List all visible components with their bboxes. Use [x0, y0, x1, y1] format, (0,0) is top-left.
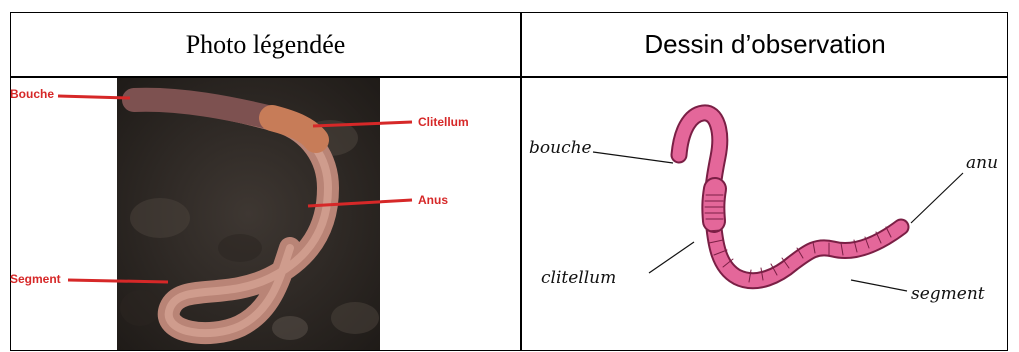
- drawing-label-anus: anus: [966, 153, 997, 173]
- photo-pointer-bouche: [58, 96, 130, 98]
- observation-drawing: bouche anus clitellum segment: [511, 77, 997, 339]
- drawing-pointer-anus: [911, 173, 963, 223]
- header-dessin-observation: Dessin d’observation: [522, 13, 1008, 76]
- drawing-label-segment: segment: [911, 284, 985, 304]
- drawing-worm: [679, 113, 901, 282]
- drawing-label-bouche: bouche: [529, 138, 592, 158]
- photo-label-bouche: Bouche: [10, 87, 54, 101]
- photo-label-clitellum: Clitellum: [418, 115, 469, 129]
- drawing-label-clitellum: clitellum: [541, 268, 616, 288]
- photo-pointer-segment: [68, 280, 168, 282]
- drawing-pointer-bouche: [593, 152, 673, 163]
- header-photo-legendee: Photo légendée: [11, 13, 520, 76]
- photo-label-segment: Segment: [10, 272, 61, 286]
- photo-label-anus: Anus: [418, 193, 448, 207]
- labelled-photo: Bouche Clitellum Anus Segment: [10, 78, 490, 350]
- drawing-pointer-clitellum: [649, 242, 694, 273]
- drawing-pointer-segment: [851, 280, 907, 291]
